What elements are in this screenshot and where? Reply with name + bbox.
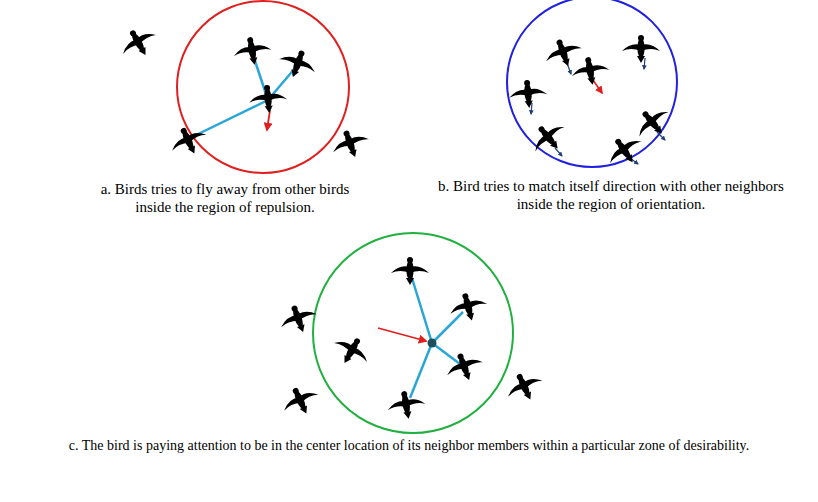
move-arrow: [378, 328, 426, 341]
bird-icons: [508, 33, 676, 173]
caption-text: c. The bird is paying attention to be in…: [29, 438, 789, 455]
caption-text: a. Birds tries to fly away from other bi…: [86, 181, 364, 216]
bird-icons: [276, 257, 548, 422]
move-arrow: [593, 80, 602, 93]
repulsion-zone: [177, 1, 349, 173]
caption-text: b. Bird tries to match itself direction …: [424, 178, 798, 213]
bird-icons: [115, 21, 373, 163]
center-point: [428, 339, 437, 348]
neighbor-links: [410, 275, 463, 398]
heading-arrows: [531, 58, 665, 164]
orientation-zone: [507, 0, 677, 167]
neighbor-links: [190, 55, 296, 138]
move-arrow: [267, 110, 270, 130]
attraction-zone: [313, 233, 513, 433]
